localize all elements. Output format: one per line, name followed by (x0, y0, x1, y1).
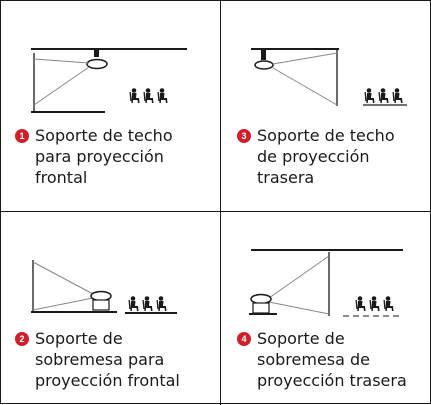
caption-ceiling-rear: 3 Soporte de techo de proyección trasera (237, 125, 395, 188)
caption-table-rear: 4 Soporte de sobremesa de proyección tra… (237, 328, 407, 391)
ceiling-front-illustration (31, 48, 187, 113)
table-rear-illustration (249, 249, 403, 317)
panel-label: Soporte de sobremesa de proyección trase… (257, 329, 407, 390)
panel-table-rear: 4 Soporte de sobremesa de proyección tra… (221, 212, 431, 405)
audience-icon (129, 296, 167, 311)
divider-horizontal (1, 211, 431, 212)
panel-number-badge: 4 (237, 332, 251, 346)
audience-icon (130, 88, 168, 103)
table-front-illustration (31, 260, 177, 314)
caption-ceiling-front: 1 Soporte de techo para proyección front… (15, 125, 173, 188)
divider-vertical (220, 1, 221, 405)
audience-icon (356, 296, 394, 311)
caption-table-front: 2 Soporte de sobremesa para proyección f… (15, 328, 180, 391)
panel-number-badge: 2 (15, 332, 29, 346)
panel-table-front: 2 Soporte de sobremesa para proyección f… (1, 212, 220, 405)
panel-number-badge: 3 (237, 129, 251, 143)
panel-label: Soporte de techo para proyección frontal (35, 126, 173, 187)
audience-icon (365, 88, 403, 103)
ceiling-rear-illustration (251, 48, 407, 106)
panel-ceiling-front: 1 Soporte de techo para proyección front… (1, 1, 220, 211)
panel-number-badge: 1 (15, 129, 29, 143)
panel-ceiling-rear: 3 Soporte de techo de proyección trasera (221, 1, 431, 211)
panel-label: Soporte de sobremesa para proyección fro… (35, 329, 180, 390)
panel-label: Soporte de techo de proyección trasera (257, 126, 395, 187)
